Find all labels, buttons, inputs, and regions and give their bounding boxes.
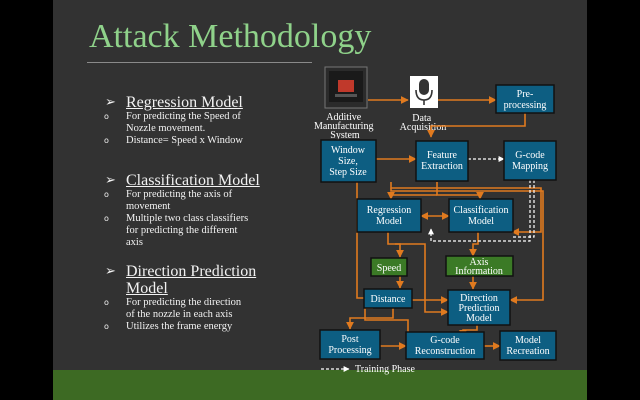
- edge-pre-to-feature: [427, 112, 526, 138]
- title-underline: [87, 62, 312, 63]
- circle-bullet-icon: o: [104, 112, 109, 121]
- bullet-line: Distance= Speed x Window: [126, 135, 243, 146]
- bullet-item: o Multiple two class classifiers for pre…: [104, 213, 260, 249]
- circle-bullet-icon: o: [104, 190, 109, 199]
- bullet-item: o Utilizes the frame energy: [104, 321, 256, 333]
- bullet-line: Multiple two class classifiers: [126, 213, 249, 224]
- data-acquisition-label: Data Acquisition: [400, 113, 447, 133]
- bullet-line: axis: [126, 237, 143, 248]
- bullet-line: Utilizes the frame energy: [126, 321, 233, 332]
- methodology-diagram: Additive Manufacturing System Data Acqui…: [314, 66, 557, 375]
- circle-bullet-icon: o: [104, 136, 109, 145]
- heading-label: Model: [126, 280, 168, 297]
- edge-class-to-axis: [469, 232, 479, 257]
- bullet-line: Nozzle movement.: [126, 123, 206, 134]
- circle-bullet-icon: o: [104, 322, 109, 331]
- box-distance: Distance: [363, 288, 413, 309]
- bullet-line: of the nozzle in each axis: [126, 309, 233, 320]
- bullet-item: o For predicting the Speed of Nozzle mov…: [104, 111, 243, 135]
- box-preprocessing: Pre-processing: [495, 84, 555, 114]
- edge-gcode-map-to-class: [428, 180, 531, 242]
- diagram-edges: [346, 96, 544, 350]
- edge-feature-to-class: [436, 182, 484, 200]
- circle-bullet-icon: o: [104, 214, 109, 223]
- section-direction: ➢ Direction Prediction Model o For predi…: [104, 263, 256, 333]
- section-heading: ➢ Regression Model: [105, 94, 243, 111]
- circle-bullet-icon: o: [104, 298, 109, 307]
- bullet-line: movement: [126, 201, 171, 212]
- svg-text:Distance: Distance: [371, 294, 407, 305]
- section-heading: ➢ Classification Model: [105, 172, 260, 189]
- bullet-line: For predicting the Speed of: [126, 111, 241, 122]
- heading-label: Direction Prediction: [126, 263, 257, 280]
- bullet-line: For predicting the direction: [126, 297, 242, 308]
- bullet-item: o For predicting the axis of movement: [104, 189, 260, 213]
- arrow-bullet-icon: ➢: [105, 95, 116, 110]
- box-speed: Speed: [370, 257, 408, 277]
- arrow-bullet-icon: ➢: [105, 264, 116, 279]
- slide-title: Attack Methodology: [89, 18, 372, 55]
- edge-window-to-direction: [390, 188, 544, 304]
- bullet-line: for predicting the different: [126, 225, 238, 236]
- edge-reg-to-direction: [395, 243, 449, 316]
- edge-feature-to-reg: [387, 191, 437, 200]
- edge-gcode-map-training: [513, 180, 535, 238]
- bullet-line: For predicting the axis of: [126, 189, 233, 200]
- bullet-item: o For predicting the direction of the no…: [104, 297, 256, 321]
- section-heading: ➢ Direction Prediction Model: [105, 263, 256, 297]
- legend-training-label: Training Phase: [355, 364, 415, 375]
- slide: Attack Methodology ➢ Regression Model o …: [53, 0, 587, 400]
- arrow-bullet-icon: ➢: [105, 173, 116, 188]
- additive-label: Additive Manufacturing System: [314, 112, 376, 141]
- footer-band: [53, 370, 587, 400]
- 3d-printer-icon: [324, 66, 368, 109]
- svg-text:Pre-processing: Pre-processing: [504, 89, 547, 111]
- heading-label: Regression Model: [126, 94, 243, 111]
- edge-reg-to-speed: [387, 232, 404, 258]
- bullet-item: o Distance= Speed x Window: [104, 135, 243, 147]
- training-edges: [321, 156, 535, 372]
- section-classification: ➢ Classification Model o For predicting …: [104, 172, 260, 249]
- heading-label: Classification Model: [126, 172, 260, 189]
- svg-text:Speed: Speed: [377, 263, 401, 274]
- edge-window-to-direction-bus: [390, 182, 542, 236]
- microphone-icon: [410, 76, 438, 108]
- edge-distance-to-post: [346, 308, 394, 330]
- section-regression: ➢ Regression Model o For predicting the …: [104, 94, 243, 147]
